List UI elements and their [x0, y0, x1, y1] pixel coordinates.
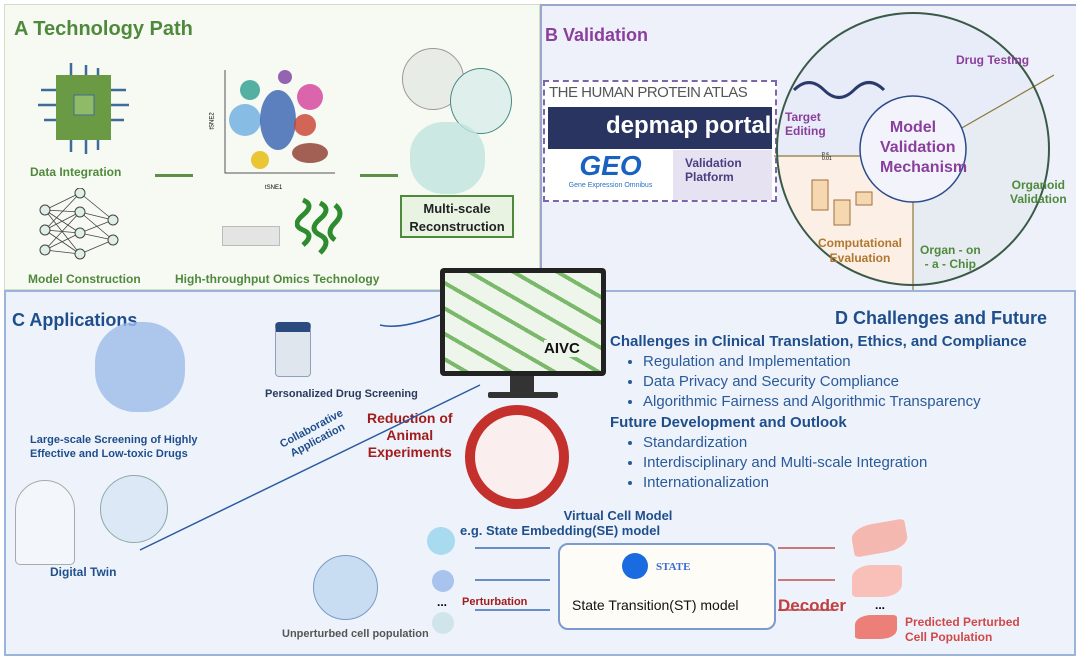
- cell-icon: [432, 570, 454, 592]
- future-heading: Future Development and Outlook: [610, 414, 847, 431]
- oc-line: - a - Chip: [924, 257, 976, 271]
- unperturbed-cells-icon: [313, 555, 378, 620]
- decoder-label: Decoder: [778, 596, 847, 615]
- depmap-logo: depmap portal: [548, 107, 772, 149]
- protein-structure-icon: [295, 197, 343, 255]
- tsne-ylabel: tSNE2: [209, 112, 216, 130]
- tsne-scatter-plot: [224, 70, 335, 174]
- geo-subtitle: Gene Expression Omnibus: [568, 182, 653, 189]
- model-construction-label: Model Construction: [28, 272, 141, 286]
- te-line: Target: [785, 110, 821, 124]
- aivc-label: AIVC: [544, 340, 580, 357]
- panel-d-title: D Challenges and Future: [835, 308, 1048, 328]
- center-line: Validation: [880, 139, 956, 156]
- future-item: Internationalization: [643, 473, 927, 493]
- data-integration-label: Data Integration: [30, 165, 122, 179]
- cell-icon: [427, 527, 455, 555]
- organ-on-chip-label: Organ - on- a - Chip: [920, 243, 981, 271]
- perturbed-cell-icon: [852, 565, 902, 597]
- future-item: Interdisciplinary and Multi-scale Integr…: [643, 453, 927, 473]
- challenge-item: Regulation and Implementation: [643, 352, 981, 372]
- future-list: Standardization Interdisciplinary and Mu…: [643, 433, 927, 493]
- arrow-right: [360, 174, 398, 177]
- unperturbed-label: Unperturbed cell population: [282, 628, 429, 640]
- multiscale-line: Reconstruction: [409, 219, 505, 234]
- oc-line: Organ - on: [920, 243, 981, 257]
- ce-line: Computational: [818, 236, 902, 250]
- virtual-cell-model-label: Virtual Cell Model: [563, 508, 673, 523]
- hpa-logo: THE HUMAN PROTEIN ATLAS: [549, 84, 748, 101]
- pp-line: Cell Population: [905, 630, 993, 644]
- state-logo-icon: [622, 553, 648, 579]
- digital-twin-cells-icon: [100, 475, 168, 543]
- connector-arrows: [139, 314, 835, 611]
- ls-line: Large-scale Screening of Highly: [30, 434, 198, 446]
- center-line: Model: [889, 119, 937, 136]
- ov-line: Organoid: [1011, 178, 1066, 192]
- ls-line: Effective and Low-toxic Drugs: [30, 448, 188, 460]
- pp-line: Predicted Perturbed: [905, 615, 1020, 629]
- ellipsis: ...: [875, 598, 886, 612]
- multiscale-line: Multi-scale: [423, 201, 491, 216]
- state-transition-model-box: STATE State Transition(ST) model: [558, 543, 776, 630]
- microarray-slide: [222, 226, 280, 246]
- ce-line: Evaluation: [829, 251, 891, 265]
- monitor-stand: [510, 376, 534, 394]
- no-animal-testing-icon: [465, 405, 569, 509]
- cell-cluster-icon: [95, 322, 185, 412]
- ra-line: Reduction of: [367, 410, 453, 426]
- validation-platform-box: THE HUMAN PROTEIN ATLAS depmap portal GE…: [543, 80, 777, 202]
- challenge-item: Algorithmic Fairness and Algorithmic Tra…: [643, 392, 981, 412]
- digital-twin-label: Digital Twin: [50, 565, 117, 579]
- aivc-monitor: AIVC: [440, 268, 606, 376]
- neural-network-icon: [39, 188, 119, 260]
- validation-mechanism-wheel: [774, 12, 1054, 290]
- ra-line: Experiments: [367, 444, 452, 460]
- drug-screening-label: Personalized Drug Screening: [265, 388, 418, 400]
- drug-testing-label: Drug Testing: [956, 53, 1030, 67]
- challenges-list: Regulation and Implementation Data Priva…: [643, 352, 981, 412]
- challenges-heading: Challenges in Clinical Translation, Ethi…: [610, 333, 1027, 350]
- te-line: Editing: [785, 124, 826, 138]
- perturbation-label: Perturbation: [462, 596, 528, 608]
- human-silhouette-icon: [15, 480, 75, 565]
- ellipsis: ...: [437, 595, 448, 609]
- state-embedding-label: e.g. State Embedding(SE) model: [460, 523, 661, 538]
- pv-line: p ≤: [822, 151, 829, 157]
- ra-line: Animal: [386, 427, 434, 443]
- st-model-label: State Transition(ST) model: [572, 597, 739, 613]
- arrow-right: [155, 174, 193, 177]
- tsne-xlabel: tSNE1: [265, 185, 283, 191]
- panel-b-title: B Validation: [545, 25, 649, 45]
- platform-line: Platform: [685, 170, 734, 184]
- monitor-base: [488, 392, 558, 398]
- omics-label: High-throughput Omics Technology: [175, 272, 380, 286]
- center-line: Mechanism: [880, 159, 968, 176]
- platform-line: Validation: [685, 156, 742, 170]
- ov-line: Validation: [1010, 192, 1067, 206]
- perturbed-cell-icon: [855, 615, 897, 639]
- geo-text: GEO: [579, 150, 642, 181]
- panel-c-title: C Applications: [12, 310, 138, 330]
- challenge-item: Data Privacy and Security Compliance: [643, 372, 981, 392]
- chip-icon: [38, 63, 129, 154]
- cell-icon: [432, 612, 454, 634]
- cell-cluster-illustration: [410, 122, 485, 194]
- p-value-label: p ≤0.01: [822, 152, 832, 162]
- future-item: Standardization: [643, 433, 927, 453]
- geo-logo: GEO Gene Expression Omnibus: [548, 150, 673, 200]
- pv-line: 0.01: [822, 156, 832, 162]
- panel-a-title: A Technology Path: [14, 18, 193, 40]
- pill-bottle-icon: [275, 322, 311, 377]
- state-logo-text: STATE: [656, 561, 691, 573]
